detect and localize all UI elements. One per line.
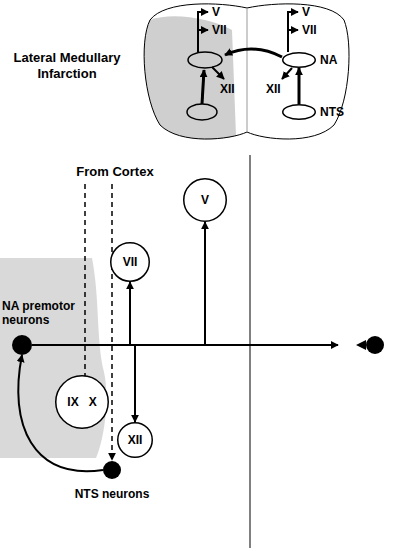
nerve-label: V <box>212 5 220 19</box>
projection-arrow <box>288 12 298 52</box>
projection-arrow <box>288 29 298 31</box>
contralateral-neuron <box>366 336 384 354</box>
left-na-ellipse <box>188 52 222 68</box>
neuron-dot <box>103 461 121 479</box>
circle-outline <box>184 179 227 222</box>
nucleus-label: V <box>201 193 209 207</box>
cortical-input <box>111 184 113 460</box>
projection-arrow <box>198 29 208 31</box>
nucleus-label: VII <box>123 255 138 269</box>
projection-arrow <box>202 70 204 104</box>
nucleus-label: IX <box>67 395 78 409</box>
nucleus-label: X <box>89 395 97 409</box>
ellipse-outline <box>282 52 316 68</box>
left-nts-ellipse <box>187 104 217 120</box>
midline <box>250 155 251 548</box>
crossing-arrow <box>225 49 282 57</box>
source-label: From Cortex <box>60 164 170 180</box>
neuron-dot <box>12 335 32 355</box>
nucleus-ellipse: NA <box>282 52 316 68</box>
neuron-label: NA <box>320 53 337 67</box>
nts-neuron: NTS neurons <box>103 461 121 479</box>
region-label: Lateral Medullary Infarction <box>6 50 128 82</box>
ellipse-outline <box>283 53 316 68</box>
circle-outline <box>56 376 109 429</box>
nerve-label: XII <box>266 82 281 96</box>
circle-outline <box>55 375 109 429</box>
connector <box>298 68 301 104</box>
ellipse-outline <box>283 105 316 120</box>
nerve-label: XII <box>220 82 235 96</box>
circle-outline <box>111 243 150 282</box>
nerve-label: VII <box>212 23 227 37</box>
premotor-neuron: NA premotor neurons <box>12 335 32 355</box>
ellipse-outline <box>282 104 316 120</box>
cortical-input <box>84 184 86 385</box>
motor-nucleus-circle: IX X <box>55 375 109 429</box>
connector <box>32 222 205 345</box>
neuron-label: NA premotor neurons <box>2 299 102 327</box>
projection-arrow <box>198 12 208 52</box>
circle-outline <box>118 423 153 458</box>
neuron-dot <box>12 335 32 355</box>
midline <box>247 8 248 132</box>
projection-arrow <box>212 67 224 79</box>
nerve-label: VII <box>302 23 317 37</box>
nucleus-ellipse: NTS <box>282 104 316 120</box>
infarct-shading <box>0 258 106 458</box>
synapse-mark <box>356 340 366 350</box>
neuron-dot <box>103 461 121 479</box>
nerve-label: V <box>302 5 310 19</box>
medulla-outline <box>144 4 349 139</box>
motor-nucleus-circle: XII <box>117 422 153 458</box>
projection-arrow <box>282 68 292 79</box>
motor-nucleus-circle: VII <box>110 242 150 282</box>
neuron-label: NTS <box>320 105 344 119</box>
motor-nucleus-circle: V <box>183 178 227 222</box>
nucleus-label: XII <box>128 433 143 447</box>
neuron-label: NTS neurons <box>75 487 150 501</box>
